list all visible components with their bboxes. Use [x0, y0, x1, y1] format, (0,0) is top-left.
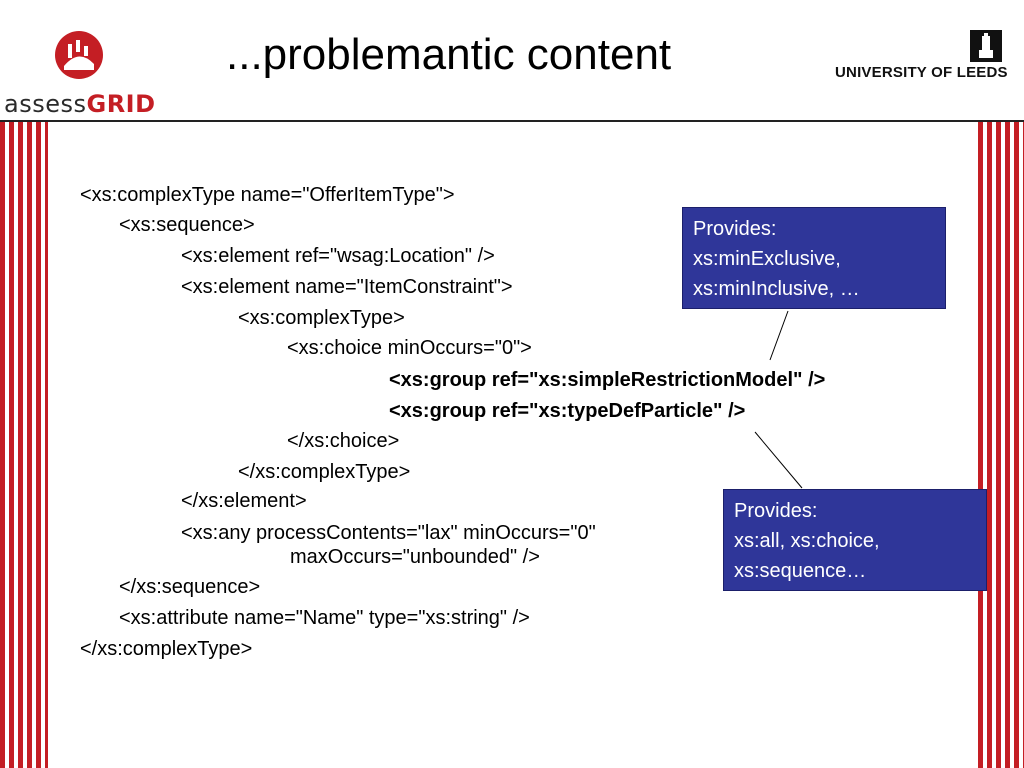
callout-type-def-particle: Provides: xs:all, xs:choice, xs:sequence… — [723, 489, 987, 591]
callout-line: xs:sequence… — [734, 560, 867, 582]
code-line: </xs:choice> — [287, 430, 400, 452]
code-line: </xs:element> — [181, 490, 307, 512]
slide-title: ...problemantic content — [226, 30, 672, 79]
callout-connector-line — [769, 310, 789, 361]
leeds-tower-icon — [970, 30, 1002, 62]
callout-simple-restriction: Provides: xs:minExclusive, xs:minInclusi… — [682, 207, 946, 309]
callout-line: xs:minInclusive, … — [693, 278, 860, 300]
callout-line: xs:all, xs:choice, — [734, 530, 880, 552]
code-line: <xs:complexType name="OfferItemType"> — [80, 184, 455, 206]
code-line-highlighted: <xs:group ref="xs:typeDefParticle" /> — [389, 400, 746, 422]
code-line: </xs:sequence> — [119, 576, 261, 598]
assessgrid-logo: assessGRID — [4, 30, 164, 122]
left-stripe-decoration — [0, 122, 48, 768]
callout-line: Provides: — [734, 500, 818, 522]
assessgrid-wordmark-assess: assess — [4, 90, 87, 118]
university-name: UNIVERSITY OF LEEDS — [835, 64, 1008, 81]
code-line: <xs:attribute name="Name" type="xs:strin… — [119, 607, 530, 629]
code-line: </xs:complexType> — [238, 461, 411, 483]
code-line: <xs:element name="ItemConstraint"> — [181, 276, 513, 298]
callout-line: Provides: — [693, 218, 777, 240]
code-line: maxOccurs="unbounded" /> — [290, 546, 540, 568]
right-stripe-decoration — [974, 122, 1024, 768]
code-line: <xs:element ref="wsag:Location" /> — [181, 245, 495, 267]
callout-line: xs:minExclusive, — [693, 248, 841, 270]
code-line: <xs:complexType> — [238, 307, 405, 329]
header-divider — [0, 120, 1024, 122]
code-line: <xs:sequence> — [119, 214, 255, 236]
code-line-highlighted: <xs:group ref="xs:simpleRestrictionModel… — [389, 369, 826, 391]
university-of-leeds-logo: UNIVERSITY OF LEEDS — [835, 30, 1015, 90]
code-line: </xs:complexType> — [80, 638, 253, 660]
assessgrid-emblem-icon — [55, 31, 103, 79]
assessgrid-wordmark-grid: GRID — [86, 90, 156, 118]
code-line: <xs:any processContents="lax" minOccurs=… — [181, 522, 596, 544]
assessgrid-wordmark: assessGRID — [4, 90, 156, 118]
callout-connector-line — [754, 431, 803, 489]
code-line: <xs:choice minOccurs="0"> — [287, 337, 532, 359]
